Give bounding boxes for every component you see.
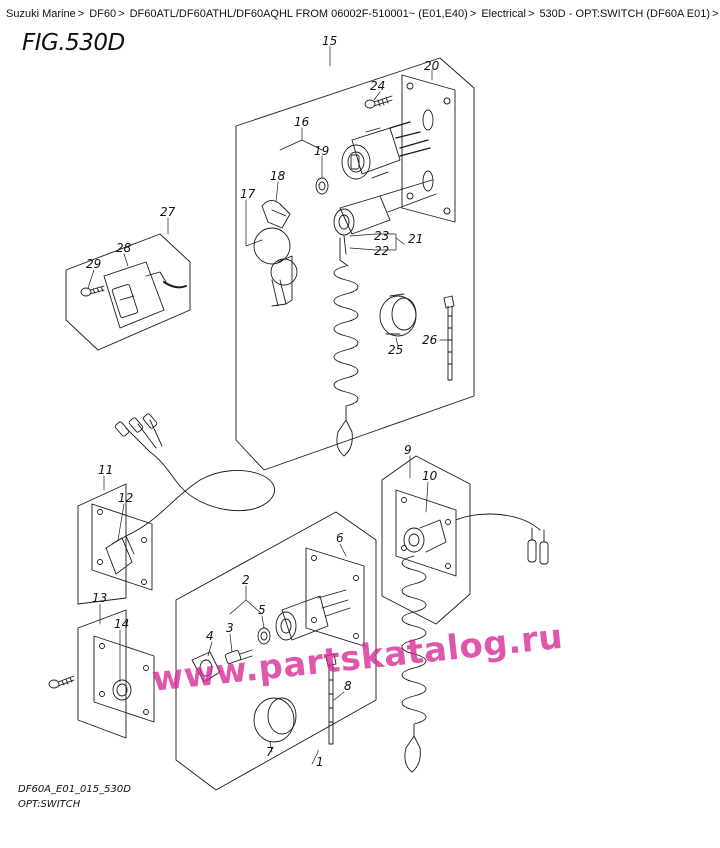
breadcrumb: Suzuki Marine> DF60> DF60ATL/DF60ATHL/DF… (6, 7, 718, 21)
assembly-group-11 (77, 413, 275, 605)
breadcrumb-separator: > (469, 8, 477, 20)
callout-15[interactable]: 15 (322, 34, 337, 48)
cable-tie-8[interactable] (325, 653, 337, 745)
screw-24[interactable] (364, 95, 393, 109)
callout-11[interactable]: 11 (98, 463, 113, 477)
figure-caption: OPT:SWITCH (18, 799, 81, 810)
callout-14[interactable]: 14 (114, 617, 129, 631)
callout-27[interactable]: 27 (160, 205, 176, 219)
callout-1[interactable]: 1 (316, 755, 324, 769)
callout-7[interactable]: 7 (266, 745, 274, 759)
nut-5-hole (260, 631, 268, 641)
callout-10[interactable]: 10 (422, 469, 438, 483)
panel-hole (406, 82, 414, 90)
assembly-group-15 (235, 57, 475, 471)
callout-17[interactable]: 17 (240, 187, 256, 201)
assembly-group-1 (175, 511, 377, 791)
group-11-outline (77, 483, 127, 605)
ignition-switch-2[interactable] (275, 589, 351, 641)
nut-19-hole (318, 181, 326, 191)
key-3[interactable] (224, 649, 253, 664)
callout-3[interactable]: 3 (226, 621, 234, 635)
callout-5[interactable]: 5 (258, 603, 266, 617)
cap-25[interactable] (379, 293, 417, 337)
callout-25[interactable]: 25 (388, 343, 403, 357)
callout-20[interactable]: 20 (424, 59, 440, 73)
panel-plate-10[interactable] (395, 489, 457, 577)
switch-panel-14[interactable] (93, 635, 155, 723)
callout-29[interactable]: 29 (86, 257, 101, 271)
assembly-group-27 (65, 233, 191, 351)
breadcrumb-separator: > (711, 8, 719, 20)
callout-16[interactable]: 16 (294, 115, 310, 129)
group-27-outline (65, 233, 191, 351)
panel-cutout (422, 109, 434, 131)
breadcrumb-item-current-page[interactable]: 530D - OPT:SWITCH (DF60A E01) (539, 8, 710, 20)
breadcrumb-item-model[interactable]: DF60ATL/DF60ATHL/DF60AQHL FROM 06002F-51… (129, 8, 468, 20)
lanyard-cord (333, 265, 359, 421)
lanyard-clip-9 (404, 735, 421, 773)
assembly-group-9 (381, 455, 549, 773)
wiring-harness (125, 451, 275, 537)
callout-labels: 15 20 24 16 19 18 17 23 21 22 25 26 27 2… (86, 34, 440, 769)
nut-5[interactable] (257, 627, 271, 645)
callout-26[interactable]: 26 (422, 333, 438, 347)
group-15-outline (235, 57, 475, 471)
callout-22[interactable]: 22 (374, 244, 389, 258)
panel-hole (406, 192, 414, 200)
callout-4[interactable]: 4 (206, 629, 214, 643)
wiring-harness-9 (455, 513, 541, 531)
panel-cutout (422, 170, 434, 192)
rocker-switch-28[interactable] (103, 261, 187, 329)
group-9-outline (381, 455, 471, 625)
bezel-4[interactable] (191, 651, 221, 683)
figure-title: FIG.530D (22, 30, 125, 56)
harness-connectors (114, 413, 163, 453)
nut-19[interactable] (315, 177, 329, 195)
callout-2[interactable]: 2 (242, 573, 250, 587)
breadcrumb-item-suzuki-marine[interactable]: Suzuki Marine (6, 8, 76, 20)
assembly-group-13 (48, 609, 155, 739)
lanyard-cord-9 (401, 555, 427, 737)
leader-lines (87, 45, 449, 765)
callout-24[interactable]: 24 (370, 79, 385, 93)
screw-29[interactable] (80, 285, 105, 297)
group-1-outline (175, 511, 377, 791)
callout-13[interactable]: 13 (92, 591, 107, 605)
cap-7[interactable] (253, 697, 297, 743)
parts-diagram: 15 20 24 16 19 18 17 23 21 22 25 26 27 2… (48, 34, 549, 791)
callout-21[interactable]: 21 (408, 232, 423, 246)
callout-9[interactable]: 9 (404, 443, 412, 457)
panel-hole (443, 97, 451, 105)
screw-13[interactable] (48, 675, 75, 689)
callout-28[interactable]: 28 (116, 241, 132, 255)
group-13-outline (77, 609, 127, 739)
ignition-switch-16[interactable] (341, 121, 431, 180)
key-set-17[interactable] (253, 200, 298, 307)
callout-8[interactable]: 8 (344, 679, 352, 693)
callout-23[interactable]: 23 (374, 229, 389, 243)
figure-code: DF60A_E01_015_530D (18, 784, 131, 795)
cable-tie-26[interactable] (443, 295, 455, 381)
lanyard-clip (336, 419, 353, 457)
panel-plate-20[interactable] (401, 74, 456, 223)
panel-hole (443, 207, 451, 215)
callout-18[interactable]: 18 (270, 169, 286, 183)
callout-12[interactable]: 12 (118, 491, 133, 505)
harness-connectors-9 (527, 527, 549, 565)
breadcrumb-item-electrical[interactable]: Electrical (481, 8, 526, 20)
callout-19[interactable]: 19 (314, 144, 329, 158)
breadcrumb-separator: > (77, 8, 85, 20)
breadcrumb-separator: > (118, 8, 125, 20)
callout-6[interactable]: 6 (336, 531, 344, 545)
stop-switch-21[interactable] (333, 179, 437, 267)
breadcrumb-item-df60[interactable]: DF60 (89, 8, 117, 20)
breadcrumb-separator: > (527, 8, 535, 20)
